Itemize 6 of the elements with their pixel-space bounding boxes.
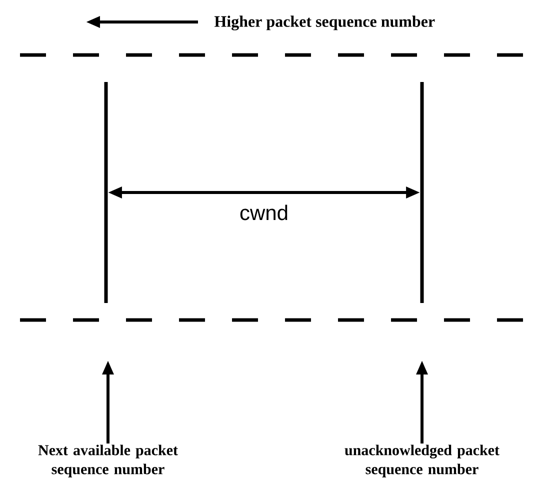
edge-label: cwnd [238, 204, 290, 222]
node-label: Next available packet sequence number [38, 444, 178, 478]
node-label: unacknowledged packet sequence number [344, 444, 500, 478]
heading: Higher packet sequence number [214, 16, 435, 30]
vertical-bar [420, 82, 424, 303]
vertical-bar [104, 82, 108, 303]
